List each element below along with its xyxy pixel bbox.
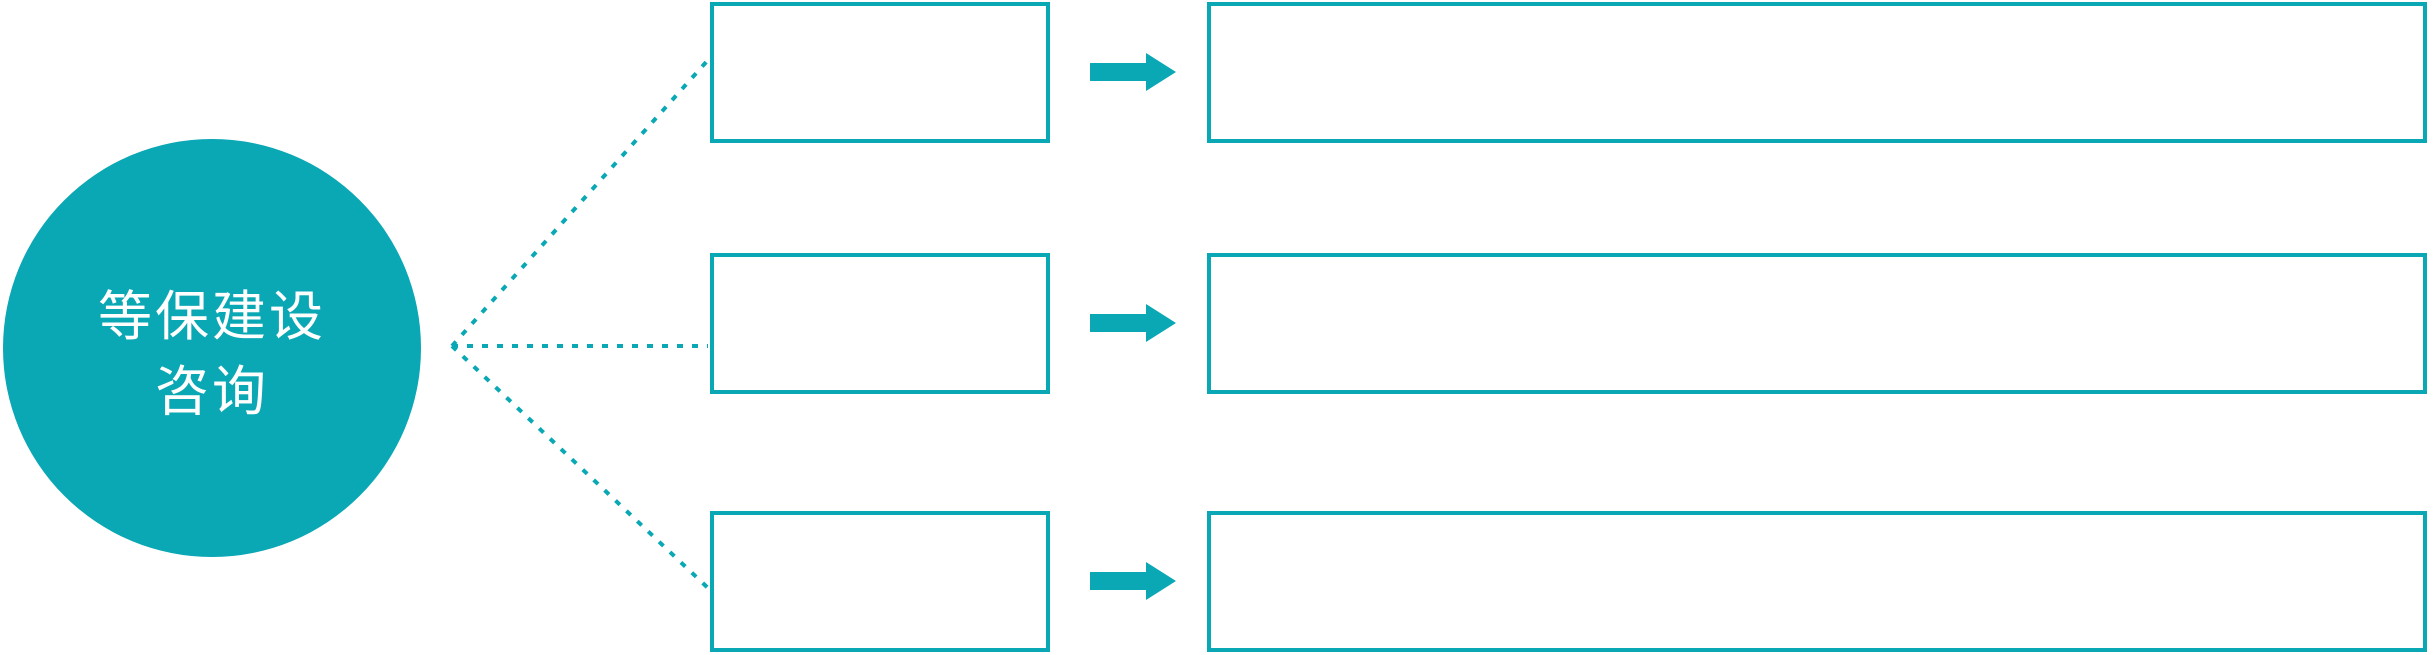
category-box-1-label xyxy=(714,6,1046,139)
connector-line-bottom xyxy=(450,344,710,590)
description-box-3 xyxy=(1207,511,2427,652)
category-box-2-label xyxy=(714,257,1046,390)
description-box-2 xyxy=(1207,253,2427,394)
connector-line-top xyxy=(450,58,710,348)
category-box-2 xyxy=(710,253,1050,394)
center-topic-label-line2: 咨询 xyxy=(155,362,269,422)
right-block-arrow-icon xyxy=(1090,562,1176,600)
right-block-arrow-icon xyxy=(1090,53,1176,91)
description-box-3-label xyxy=(1211,515,2423,648)
category-box-3-label xyxy=(714,515,1046,648)
description-box-1 xyxy=(1207,2,2427,143)
description-box-2-label xyxy=(1211,257,2423,390)
right-block-arrow-icon xyxy=(1090,304,1176,342)
center-topic-circle: 等保建设 咨询 xyxy=(3,139,421,557)
category-box-3 xyxy=(710,511,1050,652)
description-box-1-label xyxy=(1211,6,2423,139)
center-topic-label-line1: 等保建设 xyxy=(98,287,326,347)
category-box-1 xyxy=(710,2,1050,143)
